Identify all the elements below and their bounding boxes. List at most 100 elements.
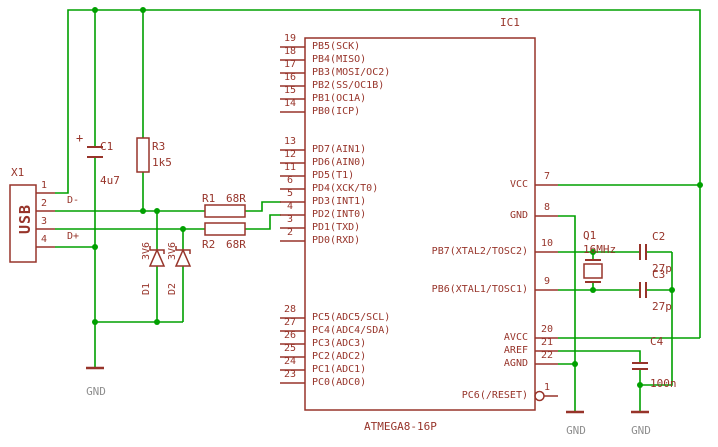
- ic-pin-name: PD4(XCK/T0): [312, 183, 379, 194]
- symbols: [9, 37, 649, 414]
- c2-value: 27p: [652, 262, 672, 275]
- ic-pin-number: 3: [286, 214, 294, 225]
- ic-pin-number: 25: [283, 343, 297, 354]
- ic-pin-name: PB4(MISO): [312, 54, 367, 65]
- ic-pin-number: 7: [543, 171, 551, 182]
- net-d-minus: [55, 201, 281, 250]
- gnd-label-right: GND: [631, 424, 651, 437]
- d1-ref: D1: [141, 282, 152, 295]
- resistor-r1-symbol: [204, 204, 246, 218]
- ic-pin-number: 8: [543, 202, 551, 213]
- r1-value: 68R: [226, 192, 246, 205]
- ic-ref-label: IC1: [500, 16, 520, 29]
- ic-pin-name: AGND: [503, 358, 528, 369]
- resistor-r2-symbol: [204, 222, 246, 236]
- ic-pin-number: 11: [283, 162, 297, 173]
- ic-pin-number: 17: [283, 59, 297, 70]
- ic-pin-number: 23: [283, 369, 297, 380]
- r2-value: 68R: [226, 238, 246, 251]
- ic-pin-number: 28: [283, 304, 297, 315]
- capacitor-c4-symbol: [632, 362, 648, 370]
- ic-pin-name: PB2(SS/OC1B): [312, 80, 385, 91]
- ic-pin-number: 5: [286, 188, 294, 199]
- ic-pin-name: PD7(AIN1): [312, 144, 367, 155]
- c3-value: 27p: [652, 300, 672, 313]
- capacitor-c3-symbol: [639, 282, 647, 298]
- ic-pin-number: 12: [283, 149, 297, 160]
- ic-pin-number: 13: [283, 136, 297, 147]
- ic-pin-number: 24: [283, 356, 297, 367]
- net-aref: [558, 350, 641, 363]
- ic-pin-name: AVCC: [503, 332, 528, 343]
- ic-pin-number: 6: [286, 175, 294, 186]
- net-crystal-caps-gnd: [640, 252, 673, 386]
- ic-pin-number: 4: [286, 201, 294, 212]
- c3-ref: C3: [652, 268, 666, 281]
- ic-pin-name: PD5(T1): [312, 170, 355, 181]
- usb-pin-number: 2: [40, 198, 48, 209]
- ic-left-pin-stubs: [280, 46, 305, 384]
- ic-pin-name: VCC: [509, 179, 528, 190]
- crystal-q1-body: [583, 263, 603, 279]
- ic-pin-name: PD1(TXD): [312, 222, 361, 233]
- ic-pin-number: 2: [286, 227, 294, 238]
- ic-pin-number: 16: [283, 72, 297, 83]
- capacitor-c2-symbol: [639, 244, 647, 260]
- ic-pin-name: AREF: [503, 345, 528, 356]
- net-vcc: [55, 9, 701, 339]
- ic-pin-number: 18: [283, 46, 297, 57]
- c1-polarity-plus: +: [76, 131, 84, 145]
- ic-pin-number: 14: [283, 98, 297, 109]
- reset-inversion-circle: [534, 390, 545, 402]
- ic-pin-name: PC4(ADC4/SDA): [312, 325, 391, 336]
- ic-right-pin-stubs: [535, 184, 558, 397]
- ic-pin-name: PC6(/RESET): [461, 390, 528, 401]
- c4-value: 100n: [650, 377, 677, 390]
- ic-pin-name: PB3(MOSI/OC2): [312, 67, 391, 78]
- ic-pin-number: 15: [283, 85, 297, 96]
- capacitor-c1-symbol: [87, 146, 103, 158]
- ic-pin-number: 26: [283, 330, 297, 341]
- net-gnd-left: [55, 157, 184, 368]
- c1-ref: C1: [100, 140, 114, 153]
- ic-pin-number: 22: [540, 350, 554, 361]
- usb-pin-number: 3: [40, 216, 48, 227]
- ic-pin-name: PC3(ADC3): [312, 338, 367, 349]
- ic-pin-number: 9: [543, 276, 551, 287]
- ic-body: [304, 37, 536, 411]
- ic-pin-name: PC1(ADC1): [312, 364, 367, 375]
- zener-d2-symbol: [174, 246, 192, 267]
- ic-pin-name: PD2(INT0): [312, 209, 367, 220]
- net-label-d-plus: D+: [67, 231, 80, 242]
- junction-dots: [92, 7, 703, 388]
- net-gnd-right: [558, 215, 576, 412]
- r2-ref: R2: [202, 238, 216, 251]
- resistor-r3-symbol: [136, 137, 150, 173]
- r1-ref: R1: [202, 192, 216, 205]
- ic-pin-number: 20: [540, 324, 554, 335]
- ic-pin-number: 1: [543, 382, 551, 393]
- q1-ref: Q1: [583, 229, 597, 242]
- ic-pin-name: PC5(ADC5/SCL): [312, 312, 391, 323]
- ic-pin-number: 19: [283, 33, 297, 44]
- ic-pin-name: PC0(ADC0): [312, 377, 367, 388]
- ic-pin-name: PB1(OC1A): [312, 93, 367, 104]
- ic-part-label: ATMEGA8-16P: [364, 420, 437, 433]
- usb-pin-number: 4: [40, 234, 48, 245]
- usb-pin-number: 1: [40, 180, 48, 191]
- c2-ref: C2: [652, 230, 666, 243]
- r3-value: 1k5: [152, 156, 172, 169]
- d2-value: 3V6: [167, 241, 178, 260]
- net-label-d-minus: D-: [67, 195, 80, 206]
- usb-connector-label: USB: [16, 203, 34, 234]
- crystal-q1-plates: [585, 259, 601, 283]
- ic-pin-name: PD0(RXD): [312, 235, 361, 246]
- ic-pin-name: PD6(AIN0): [312, 157, 367, 168]
- ic-pin-number: 10: [540, 238, 554, 249]
- r3-ref: R3: [152, 140, 166, 153]
- usb-pin-stubs: [36, 192, 55, 248]
- ic-pin-name: PB0(ICP): [312, 106, 361, 117]
- gnd-label-mid: GND: [566, 424, 586, 437]
